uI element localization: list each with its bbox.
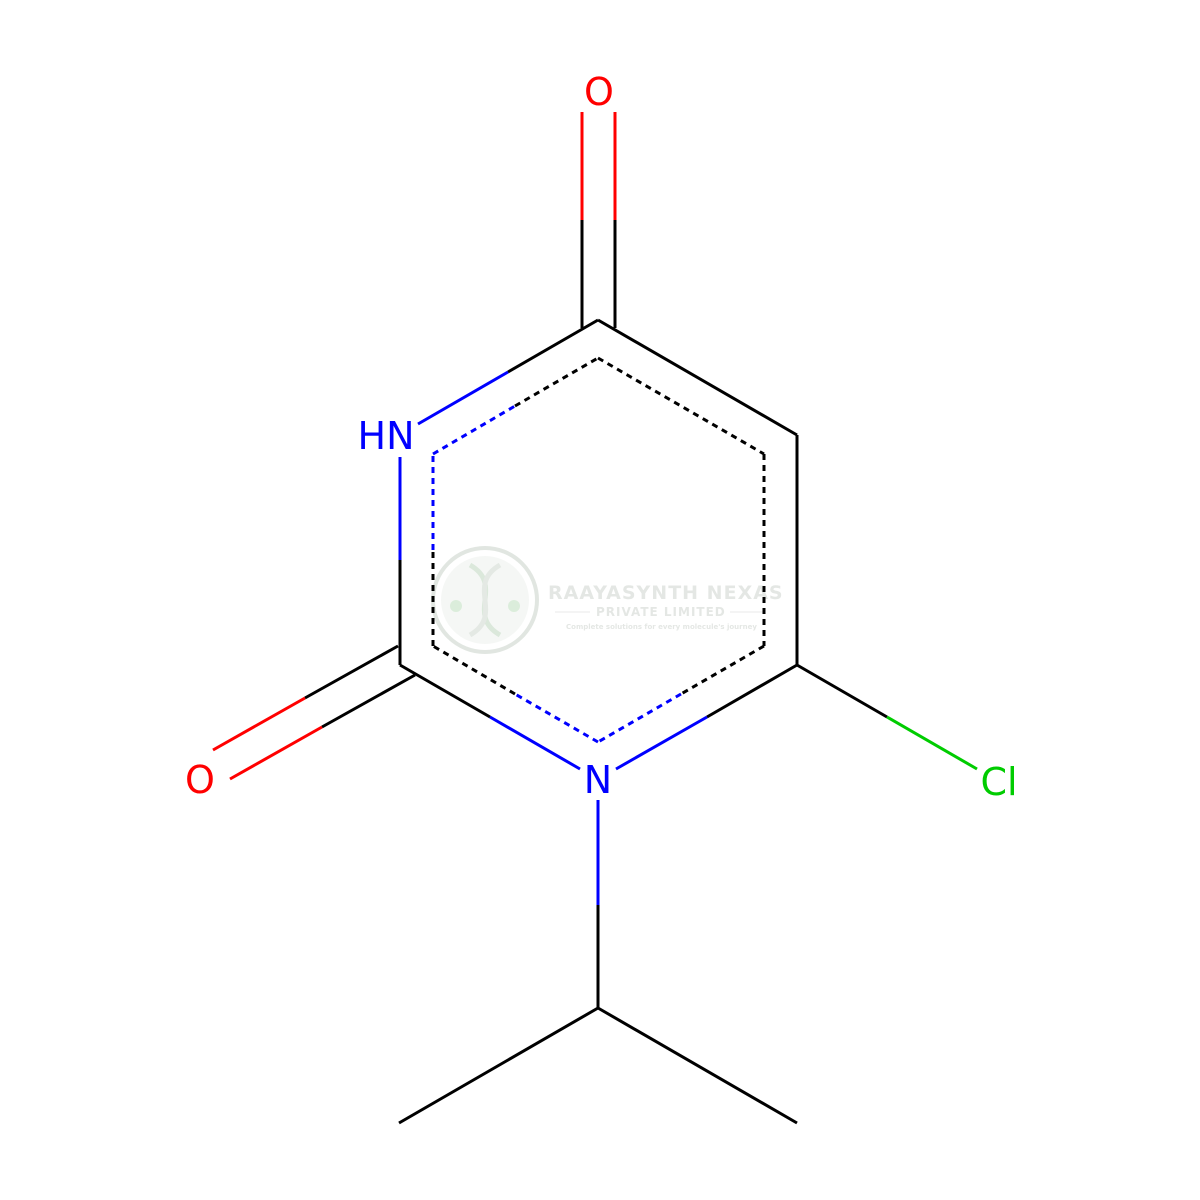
bond-c6-cl-black (796, 663, 888, 719)
atom-chlorine: Cl (980, 760, 1017, 804)
bond-n3-c4-blue (417, 370, 509, 426)
watermark-title: RAAYASYNTH NEXAS (548, 582, 784, 604)
bond-c2-o-left-b-red (229, 725, 323, 781)
bond-c6-n1-blue (615, 715, 708, 771)
aromatic-n3-c4-black (514, 356, 599, 408)
aromatic-c4-c5 (597, 356, 765, 456)
watermark-logo-icon (431, 546, 539, 654)
bond-c6-n1-black (706, 663, 798, 719)
watermark-subtitle: PRIVATE LIMITED (596, 605, 726, 619)
bond-ch-ch3-right (597, 1006, 798, 1125)
bond-c4-c5 (597, 318, 798, 437)
bond-c6-cl-green (886, 715, 978, 771)
atom-labels: O HN O N Cl (185, 70, 1018, 804)
atom-oxygen-left: O (185, 758, 215, 802)
bond-ch-ch3-left (398, 1006, 599, 1125)
bonds (212, 112, 978, 1125)
aromatic-n1-c2-black (432, 644, 516, 696)
aromatic-n3-c4-blue (432, 404, 516, 456)
watermark-tagline: Complete solutions for every molecule's … (566, 623, 757, 631)
watermark: RAAYASYNTH NEXAS PRIVATE LIMITED Complet… (431, 546, 784, 654)
aromatic-n1-c2-blue (514, 692, 599, 744)
bond-n3-c4-black (507, 318, 599, 374)
aromatic-ring (431, 356, 766, 744)
bond-n1-c2-blue (489, 715, 581, 771)
bond-n1-c2-black (399, 663, 491, 719)
atom-oxygen-top: O (584, 70, 614, 114)
atom-nitrogen-ring: N (584, 758, 612, 802)
bond-c2-o-left-a-red (212, 696, 306, 752)
aromatic-c6-n1-black (680, 644, 765, 696)
bond-c2-o-left-a-black (304, 644, 399, 700)
atom-nh: HN (358, 414, 415, 458)
aromatic-c6-n1-blue (597, 692, 682, 744)
bond-c2-o-left-b-black (321, 673, 416, 729)
